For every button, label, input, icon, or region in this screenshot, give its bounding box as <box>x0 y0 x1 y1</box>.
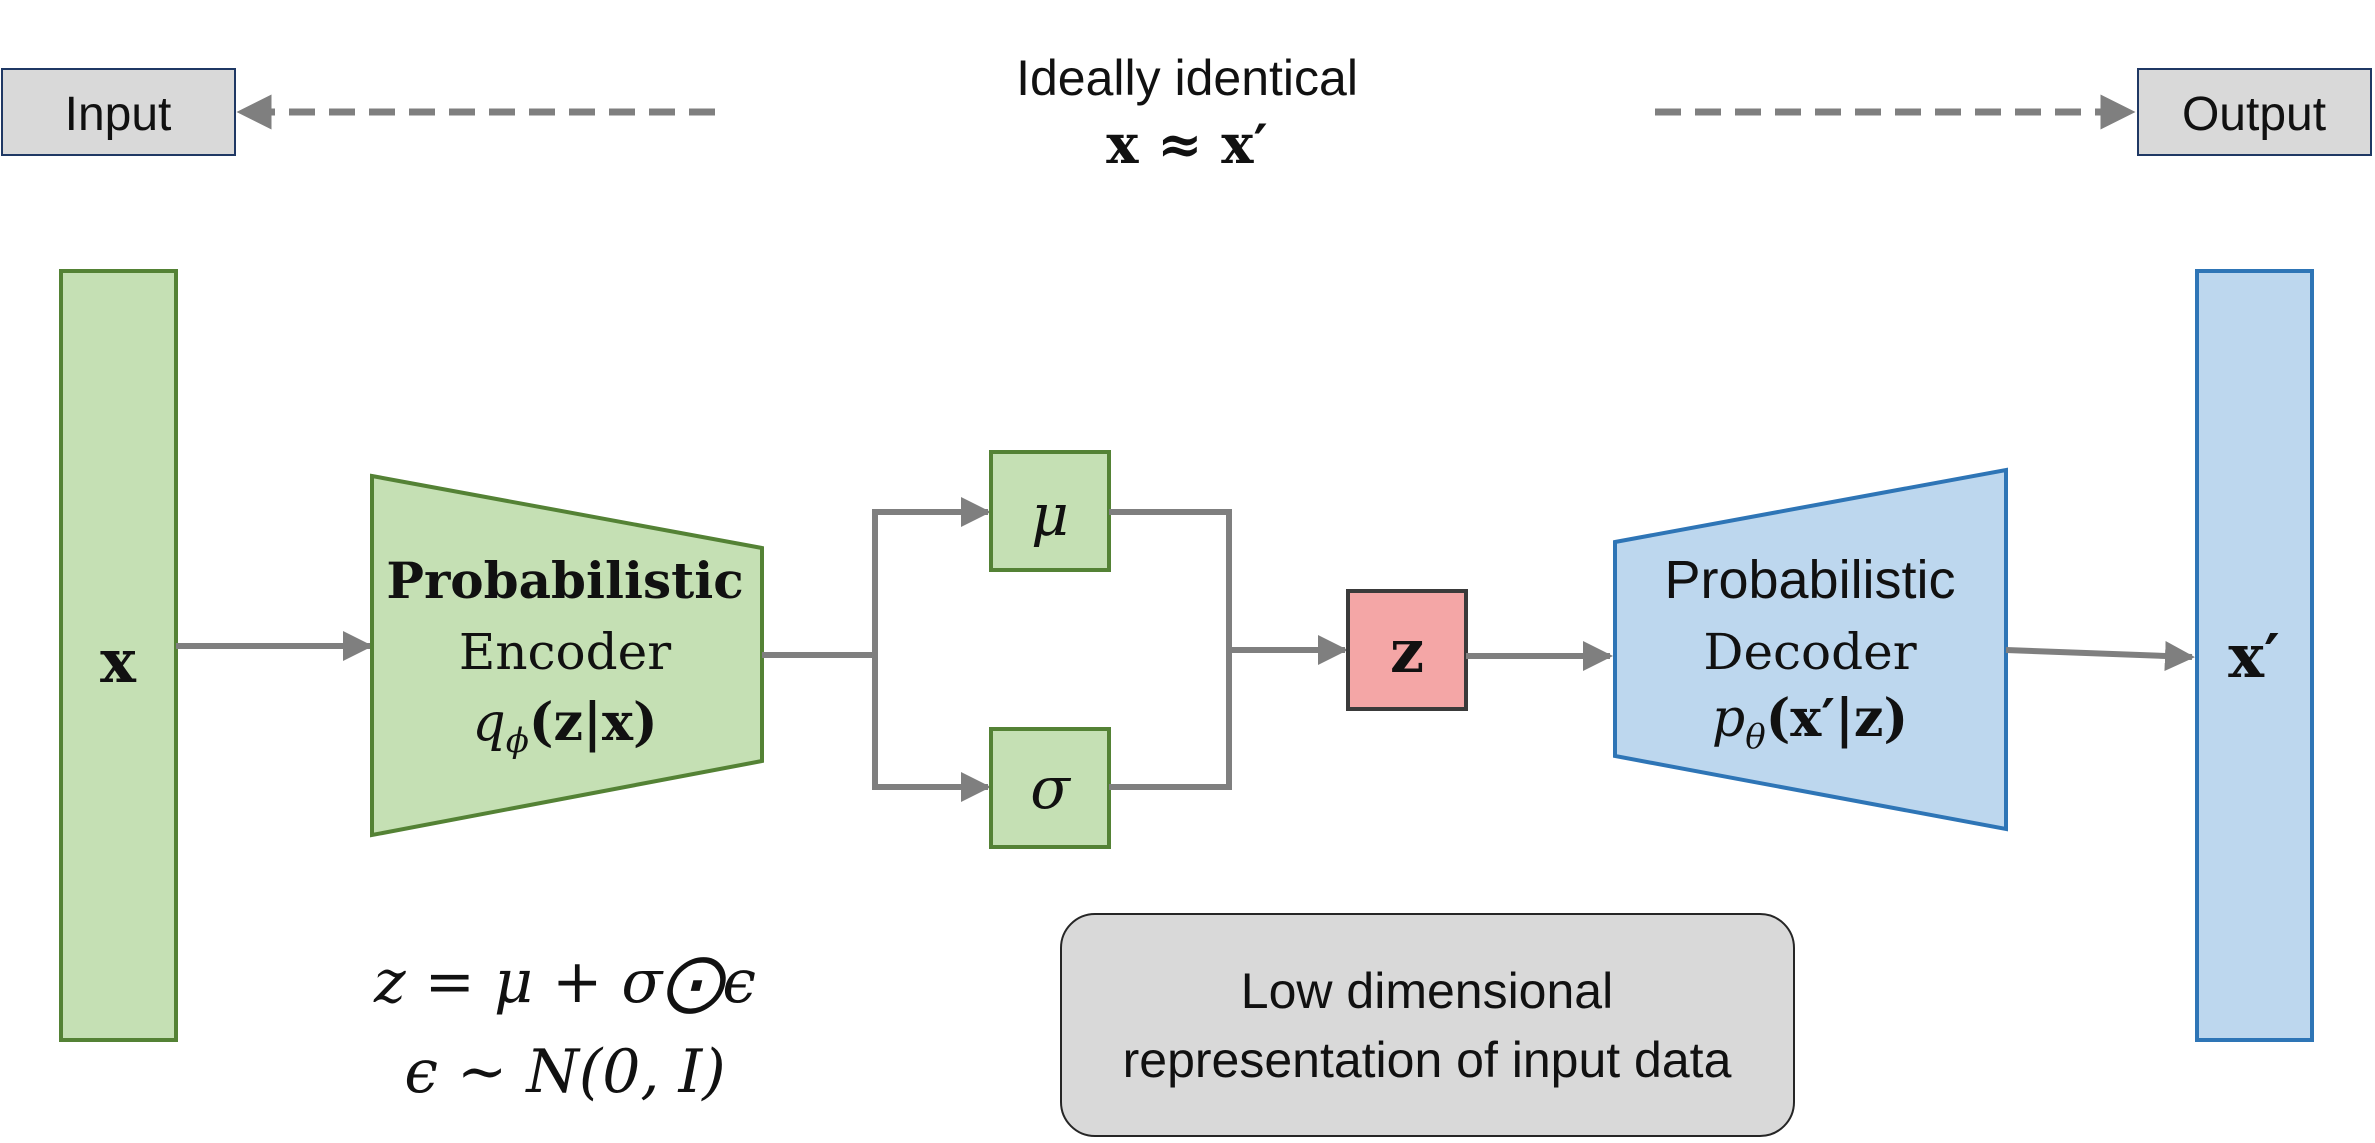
connector-sigma-merge <box>1109 650 1232 790</box>
input-bar-label: x <box>100 627 137 697</box>
z-box: z <box>1346 589 1468 711</box>
sigma-box: σ <box>989 727 1111 849</box>
latent-note-line1: Low dimensional <box>1241 963 1613 1019</box>
identity-equation: x ≈ x′ <box>1106 112 1267 176</box>
decoder-formula-rest: (x′|z) <box>1766 688 1908 749</box>
arrow-decoder-to-output <box>2005 640 2195 671</box>
arrow-to-mu <box>872 497 991 655</box>
encoder-formula-sub: ϕ <box>506 721 529 761</box>
connector-mu-merge <box>1109 509 1232 650</box>
latent-note-line2: representation of input data <box>1123 1032 1732 1088</box>
mu-box: μ <box>989 450 1111 572</box>
reparam-equation: z = μ + σ⨀ϵ <box>373 947 756 1017</box>
decoder-formula-p: p <box>1712 689 1745 749</box>
encoder-formula-rest: (z|x) <box>529 692 658 753</box>
identity-caption: Ideally identical <box>1016 50 1358 106</box>
output-label: Output <box>2182 88 2326 141</box>
latent-note-box: Low dimensional representation of input … <box>1060 913 1795 1137</box>
input-bar: x <box>59 269 178 1042</box>
decoder-formula-sub: θ <box>1745 717 1765 757</box>
decoder-formula: pθ(x′|z) <box>1712 688 1908 757</box>
encoder: Probabilistic Encoder qϕ(z|x) <box>370 473 764 838</box>
decoder-subtitle: Decoder <box>1703 623 1916 681</box>
mu-label: μ <box>1031 481 1069 549</box>
output-bar-label: x′ <box>2228 622 2280 692</box>
input-label: Input <box>65 88 172 141</box>
decoder-title: Probabilistic <box>1664 550 1955 610</box>
sigma-label: σ <box>1030 754 1071 822</box>
encoder-formula-q: q <box>472 693 505 753</box>
z-label: z <box>1390 617 1424 687</box>
decoder: Probabilistic Decoder pθ(x′|z) <box>1613 467 2008 832</box>
encoder-title: Probabilistic <box>386 551 743 610</box>
output-bar: x′ <box>2195 269 2314 1042</box>
input-label-box: Input <box>1 68 236 156</box>
arrow-to-sigma <box>872 655 991 802</box>
output-label-box: Output <box>2137 68 2372 156</box>
encoder-formula: qϕ(z|x) <box>472 692 657 761</box>
noise-distribution: ϵ ~ N(0, I) <box>404 1037 725 1107</box>
encoder-subtitle: Encoder <box>459 623 671 681</box>
